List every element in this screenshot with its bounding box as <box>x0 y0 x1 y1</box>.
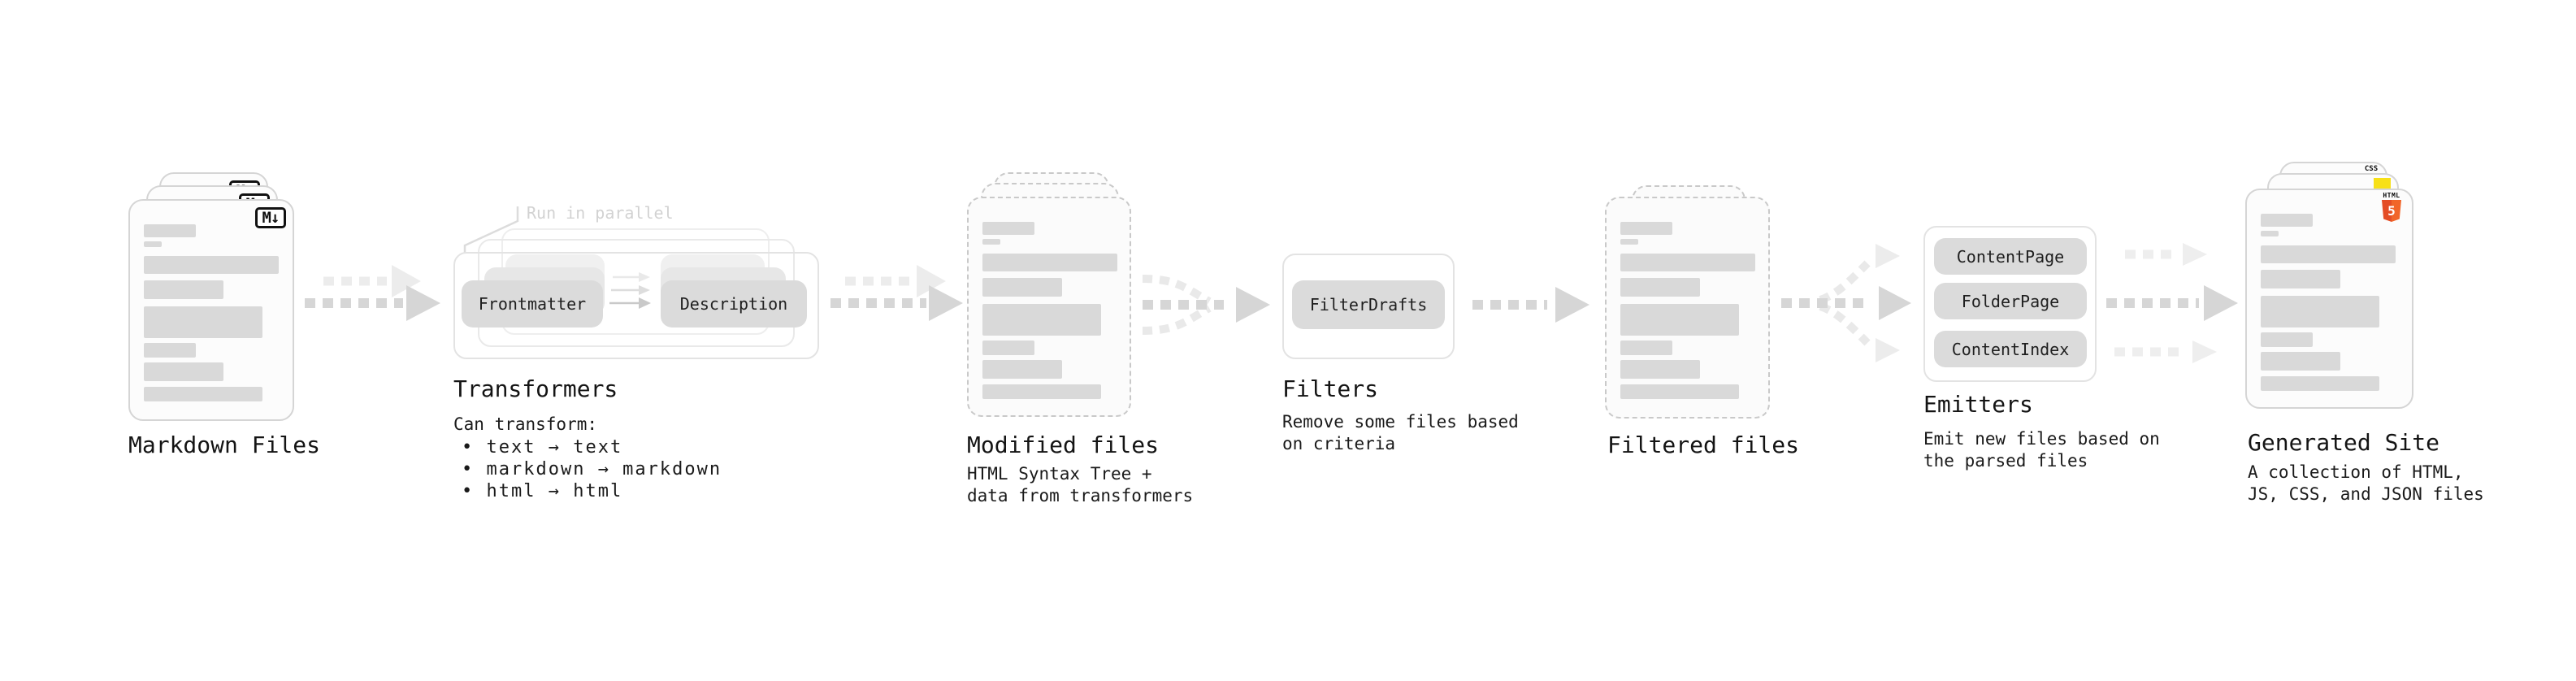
transformers-label: Transformers <box>453 375 618 402</box>
placeholder-bar <box>1620 304 1739 336</box>
frontmatter-pill: Frontmatter <box>462 280 603 327</box>
placeholder-bar <box>144 280 223 299</box>
contentpage-pill: ContentPage <box>1934 238 2087 275</box>
file-content-placeholder <box>982 222 1117 399</box>
annotation-leader-line <box>463 206 519 254</box>
modified-files-description: HTML Syntax Tree + data from transformer… <box>967 463 1193 507</box>
arrow-filters-to-filtered <box>1472 287 1589 323</box>
markdown-files-label: Markdown Files <box>128 432 321 458</box>
placeholder-bar <box>144 343 196 358</box>
description-line: JS, CSS, and JSON files <box>2248 484 2484 504</box>
arrow-filtered-to-emitters <box>1781 244 1911 362</box>
description-line: Emit new files based on <box>1923 429 2160 449</box>
emitters-label: Emitters <box>1923 391 2033 418</box>
modified-files-label: Modified files <box>967 432 1160 458</box>
markdown-file-card-front: M↓ <box>128 199 294 421</box>
description-line: A collection of HTML, <box>2248 462 2464 482</box>
filtered-files-label: Filtered files <box>1607 432 1800 458</box>
modified-file-card-front <box>967 197 1131 417</box>
placeholder-bar <box>982 360 1062 379</box>
placeholder-bar <box>2261 270 2340 288</box>
generated-site-label: Generated Site <box>2248 429 2440 456</box>
transformers-description-heading: Can transform: <box>453 414 598 434</box>
description-line: data from transformers <box>967 486 1194 505</box>
placeholder-bar <box>144 256 279 274</box>
placeholder-bar <box>1620 278 1700 297</box>
placeholder-bar <box>2261 214 2313 227</box>
placeholder-bar <box>1620 384 1739 399</box>
contentindex-pill: ContentIndex <box>1934 331 2087 367</box>
markdown-icon: M↓ <box>255 207 286 228</box>
filters-description: Remove some files based on criteria <box>1282 411 1519 455</box>
placeholder-bar <box>982 340 1034 355</box>
transform-bullet: • text → text <box>462 437 623 458</box>
placeholder-bar <box>1620 222 1672 235</box>
placeholder-bar <box>144 224 196 237</box>
placeholder-bar <box>2261 231 2279 236</box>
placeholder-bar <box>1620 239 1638 245</box>
description-line: Remove some files based <box>1282 412 1519 432</box>
file-content-placeholder <box>2261 214 2396 391</box>
parallel-transform-arrows <box>609 272 651 309</box>
filterdrafts-pill: FilterDrafts <box>1292 280 1445 329</box>
placeholder-bar <box>982 304 1101 336</box>
description-line: HTML Syntax Tree + <box>967 464 1152 484</box>
placeholder-bar <box>2261 245 2396 263</box>
placeholder-bar <box>982 278 1062 297</box>
description-line: the parsed files <box>1923 451 2088 471</box>
placeholder-bar <box>2261 376 2379 391</box>
run-in-parallel-annotation: Run in parallel <box>527 203 674 223</box>
html5-icon: HTML 5 <box>2382 192 2401 222</box>
placeholder-bar <box>2261 352 2340 371</box>
js-icon <box>2374 178 2391 189</box>
file-content-placeholder <box>144 224 279 401</box>
placeholder-bar <box>2261 332 2313 347</box>
transformers-bullet-list: • text → text • markdown → markdown • ht… <box>453 436 722 502</box>
arrow-markdown-to-transformers <box>305 265 440 321</box>
placeholder-bar <box>144 241 162 247</box>
generated-file-card-front: HTML 5 <box>2245 189 2413 409</box>
placeholder-bar <box>982 384 1101 399</box>
placeholder-bar <box>144 306 262 338</box>
placeholder-bar <box>144 362 223 381</box>
html5-icon-shield: 5 <box>2382 200 2401 222</box>
placeholder-bar <box>1620 254 1755 271</box>
placeholder-bar <box>1620 360 1700 379</box>
placeholder-bar <box>982 254 1117 271</box>
generated-site-description: A collection of HTML, JS, CSS, and JSON … <box>2248 462 2484 505</box>
description-pill: Description <box>661 280 807 327</box>
arrows-emitters-to-generated <box>2106 243 2238 363</box>
css-icon-label: CSS <box>2364 165 2379 173</box>
filters-label: Filters <box>1282 375 1379 402</box>
arrow-transformers-to-modified <box>830 265 963 321</box>
placeholder-bar <box>1620 340 1672 355</box>
transform-bullet: • markdown → markdown <box>462 459 722 479</box>
file-content-placeholder <box>1620 222 1755 399</box>
emitters-description: Emit new files based on the parsed files <box>1923 428 2160 472</box>
placeholder-bar <box>2261 296 2379 327</box>
placeholder-bar <box>982 222 1034 235</box>
transform-bullet: • html → html <box>462 481 623 501</box>
placeholder-bar <box>982 239 1000 245</box>
arrow-modified-to-filters <box>1142 275 1270 335</box>
emitters-frame <box>1923 226 2097 382</box>
placeholder-bar <box>144 387 262 401</box>
description-line: on criteria <box>1282 434 1396 453</box>
transformer-frame-front <box>453 252 819 359</box>
folderpage-pill: FolderPage <box>1934 283 2087 319</box>
html5-icon-label: HTML <box>2383 192 2400 199</box>
filtered-file-card-front <box>1605 197 1770 419</box>
filters-frame <box>1282 254 1455 359</box>
